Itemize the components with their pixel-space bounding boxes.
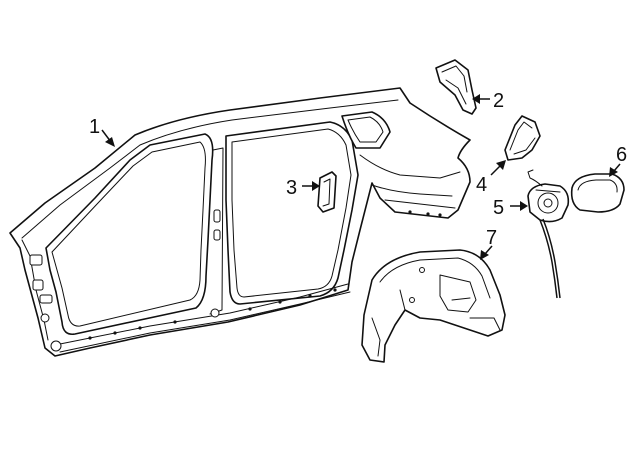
bracket-part <box>435 59 477 115</box>
callout-3: 3 <box>286 177 297 199</box>
plate-part <box>317 171 337 213</box>
callout-leaders <box>101 94 621 260</box>
wheelhouse-liner-part <box>361 249 506 363</box>
fuel-filler-housing <box>527 169 570 299</box>
fuel-door-part <box>570 173 625 213</box>
callout-4: 4 <box>476 174 487 196</box>
filler-bracket-part <box>504 115 541 161</box>
body-side-panel <box>9 87 471 357</box>
callout-5: 5 <box>493 197 504 219</box>
callout-2: 2 <box>493 90 504 112</box>
callout-1: 1 <box>89 116 100 138</box>
callout-6: 6 <box>616 144 627 166</box>
callout-7: 7 <box>486 227 497 249</box>
